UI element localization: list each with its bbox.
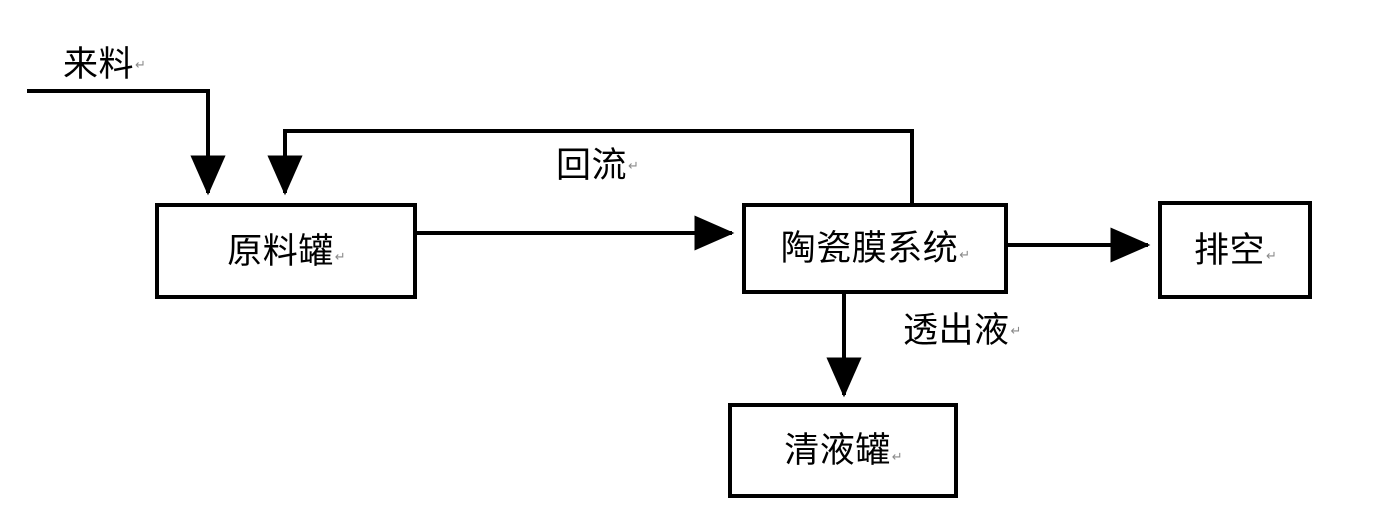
pilcrow-mark-clear-tank: ↵ <box>891 448 903 464</box>
edge-label-reflux-text: 回流 <box>556 146 628 185</box>
node-membrane-system[interactable]: 陶瓷膜系统↵ <box>742 203 1008 294</box>
node-feed-tank[interactable]: 原料罐↵ <box>155 203 417 299</box>
pilcrow-mark-permeate: ↵ <box>1010 323 1022 339</box>
edge-reflux-return <box>267 129 914 203</box>
pilcrow-mark-membrane-system: ↵ <box>959 246 971 262</box>
edge-label-feed-inlet-text: 来料 <box>63 45 135 84</box>
node-drain-label: 排空 <box>1194 230 1266 270</box>
edge-label-reflux: 回流↵ <box>556 146 640 185</box>
node-feed-tank-label: 原料罐 <box>227 231 334 271</box>
node-clear-tank-label: 清液罐 <box>784 431 891 470</box>
edge-label-feed-inlet: 来料↵ <box>63 45 147 84</box>
edge-feed-inlet <box>27 89 226 196</box>
edge-label-permeate-text: 透出液 <box>903 311 1010 350</box>
pilcrow-mark-feed-inlet: ↵ <box>135 57 147 73</box>
node-membrane-system-label: 陶瓷膜系统 <box>780 229 959 268</box>
pilcrow-mark-drain: ↵ <box>1266 248 1277 263</box>
edge-label-permeate: 透出液↵ <box>903 313 1021 348</box>
pilcrow-mark-reflux: ↵ <box>628 158 640 174</box>
node-drain[interactable]: 排空↵ <box>1158 201 1312 299</box>
node-clear-tank[interactable]: 清液罐↵ <box>728 403 958 498</box>
pilcrow-mark-feed-tank: ↵ <box>334 249 346 264</box>
